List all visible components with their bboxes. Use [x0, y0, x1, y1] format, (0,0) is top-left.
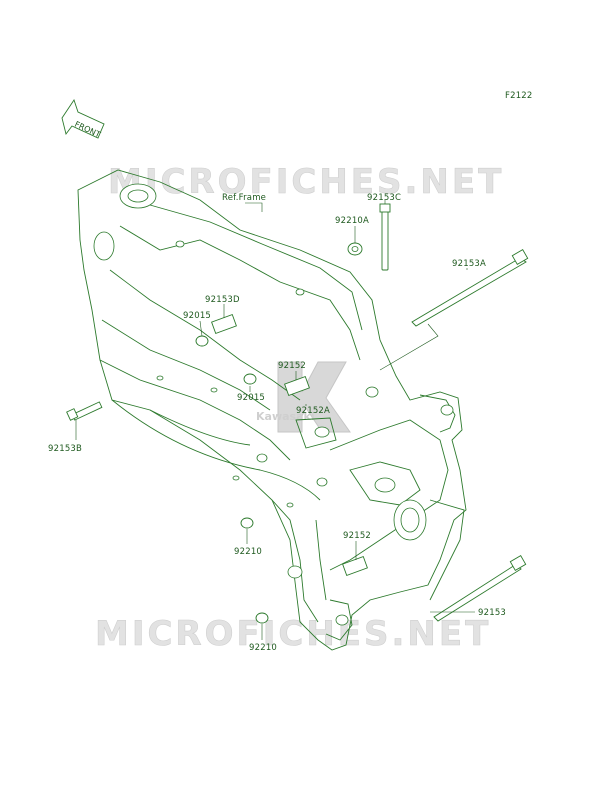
collar-92153d: [211, 314, 237, 334]
leader-lines: [75, 200, 475, 640]
bolt-92153: [433, 555, 527, 622]
collar-92152-upper: [284, 376, 310, 396]
bolt-92153c: [379, 203, 391, 271]
motorcycle-frame: [77, 169, 467, 651]
label-92153c: 92153C: [367, 193, 401, 203]
label-92210-lower: 92210: [249, 643, 277, 653]
nut-92210a: [347, 242, 363, 256]
nut-92210-lower: [255, 612, 269, 624]
label-92152a: 92152A: [296, 406, 330, 416]
label-92152-upper: 92152: [278, 361, 306, 371]
label-92153: 92153: [478, 608, 506, 618]
collar-92152-lower: [342, 556, 368, 576]
nut-92210-upper: [240, 517, 254, 529]
nut-92015-lower: [243, 373, 257, 385]
kawasaki-logo: Kawasaki: [256, 361, 351, 433]
watermark-top: MICROFICHES.NET: [108, 162, 504, 202]
label-92153b: 92153B: [48, 444, 82, 454]
label-92152-lower: 92152: [343, 531, 371, 541]
front-arrow-icon: FRONT: [61, 98, 105, 139]
bolt-92153a: [411, 249, 529, 327]
nut-92015-upper: [195, 335, 209, 347]
label-92153a: 92153A: [452, 259, 486, 269]
label-92015-lower: 92015: [237, 393, 265, 403]
watermark-bottom: MICROFICHES.NET: [95, 614, 491, 654]
label-92210a: 92210A: [335, 216, 369, 226]
label-92153d: 92153D: [205, 295, 240, 305]
bolt-92153b: [66, 401, 103, 421]
label-92210-upper: 92210: [234, 547, 262, 557]
diagram-code: F2122: [505, 91, 533, 101]
label-92015-upper: 92015: [183, 311, 211, 321]
label-ref-frame: Ref.Frame: [222, 193, 266, 203]
